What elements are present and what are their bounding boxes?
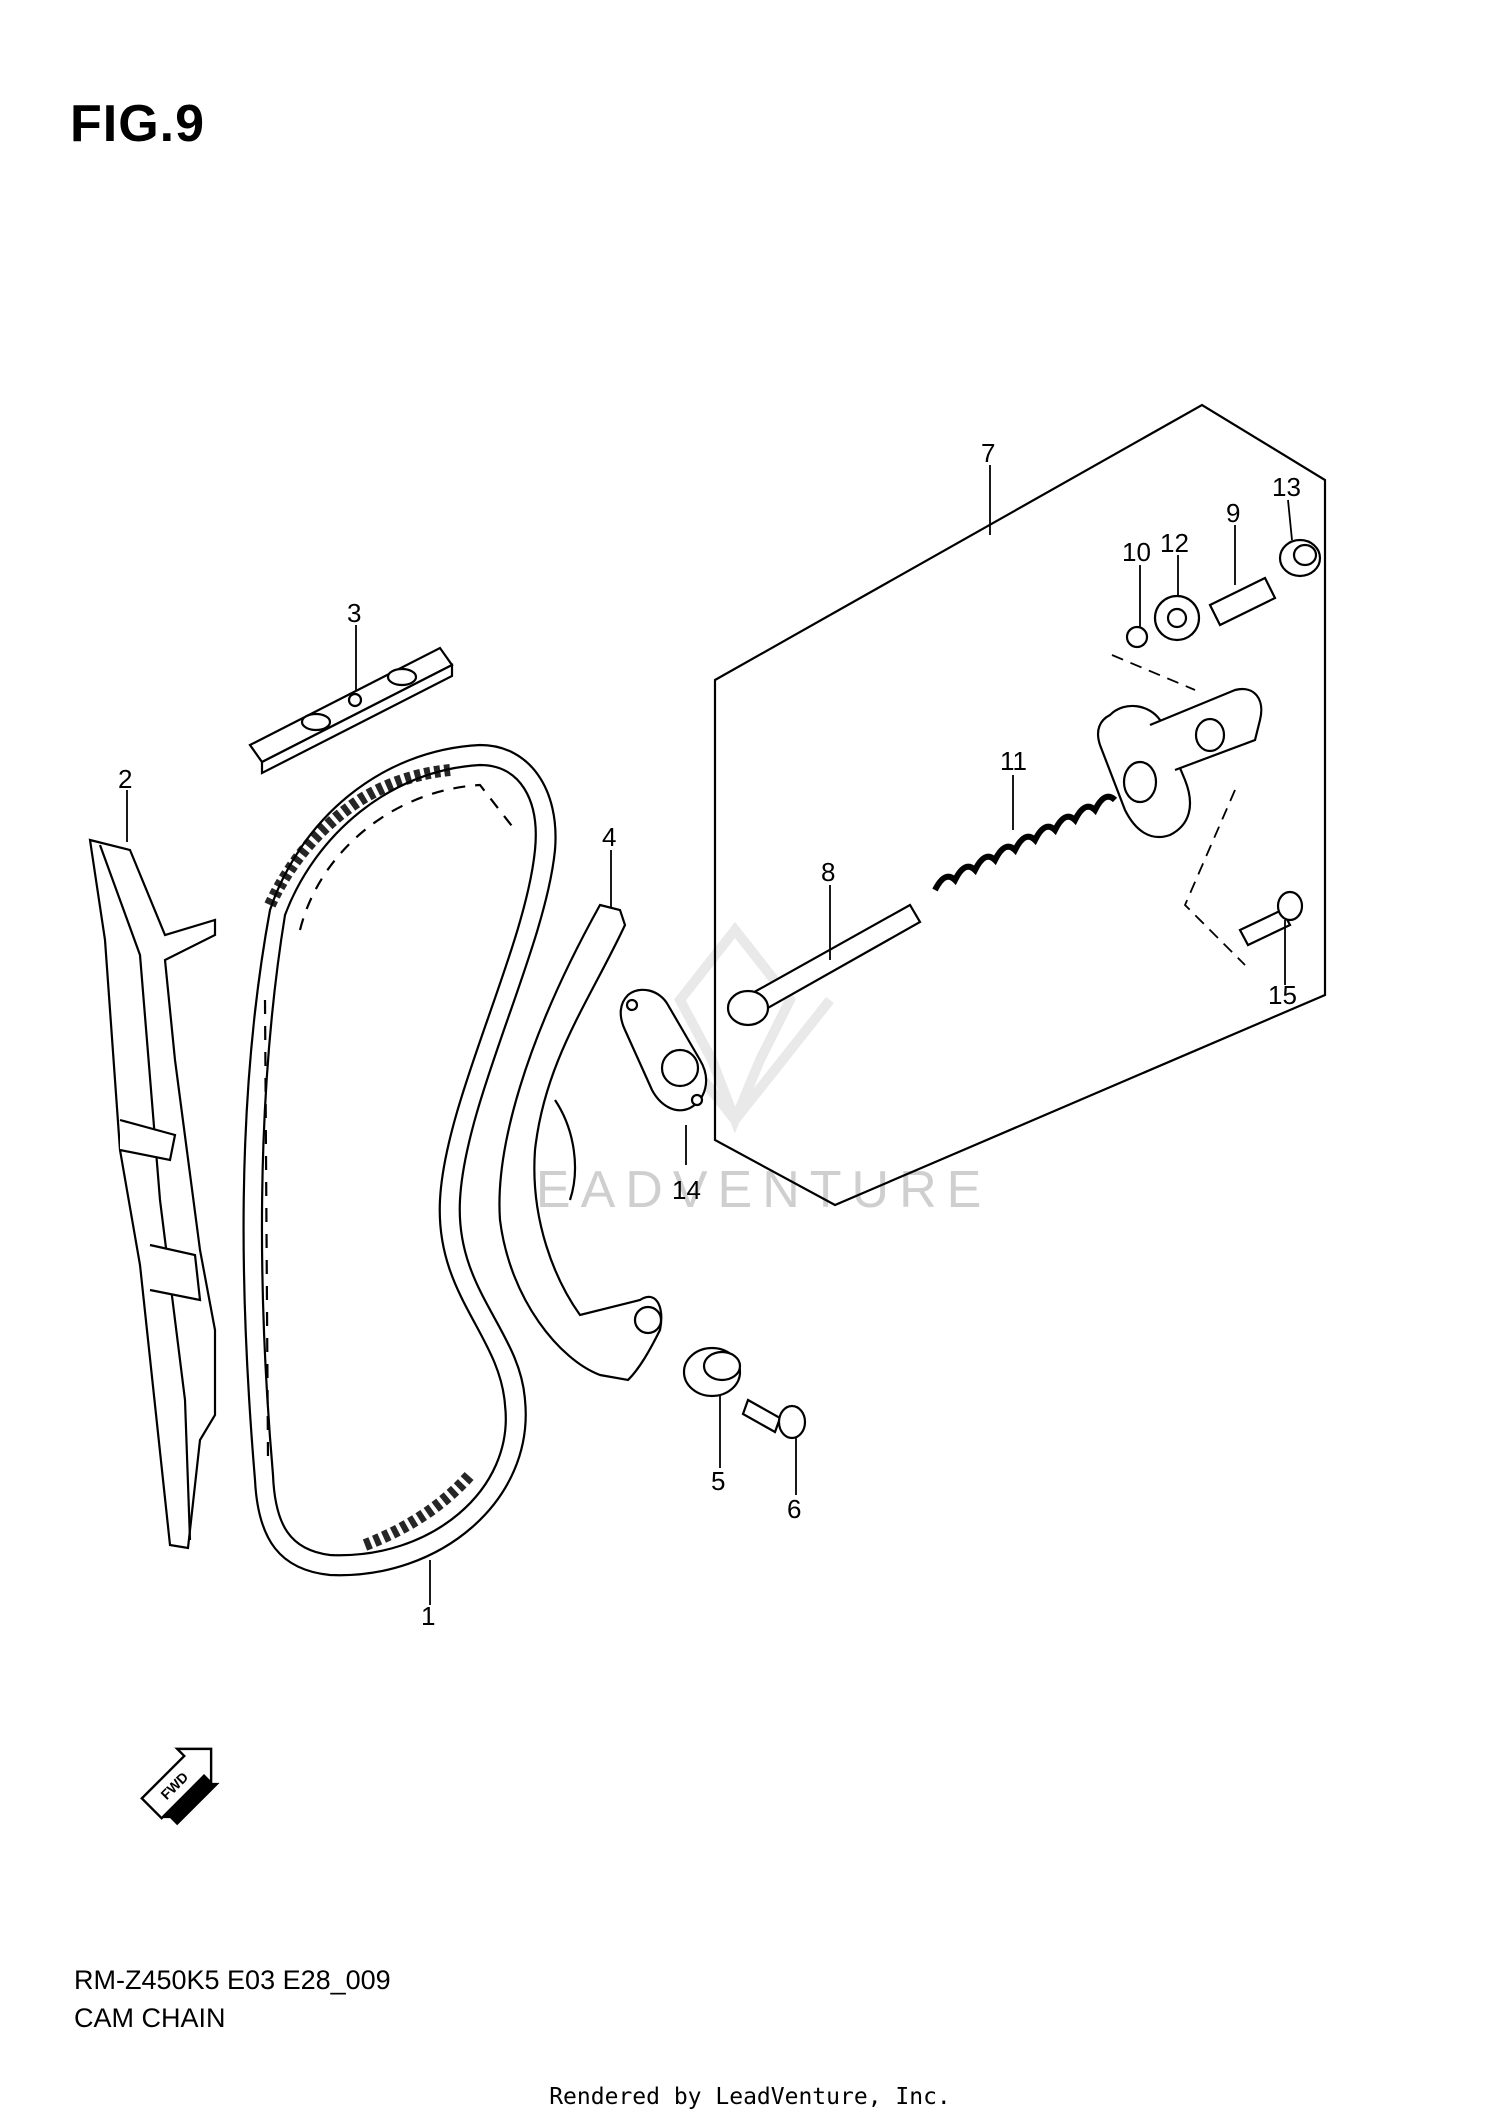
figure-title: FIG.9 bbox=[70, 95, 206, 153]
model-code: RM-Z450K5 E03 E28_009 bbox=[74, 1965, 391, 1995]
part-15-bolt bbox=[1238, 890, 1304, 947]
part-8-tensioner-rod bbox=[726, 903, 922, 1027]
footer-credit: Rendered by LeadVenture, Inc. bbox=[549, 2084, 951, 2110]
callout-14: 14 bbox=[672, 1175, 701, 1205]
tensioner-kit-box bbox=[713, 403, 1327, 1207]
part-6-bolt bbox=[741, 1398, 807, 1440]
part-14-gasket bbox=[619, 988, 708, 1112]
part-4-tensioner-guide bbox=[498, 903, 663, 1382]
callout-5: 5 bbox=[711, 1466, 725, 1496]
callout-7: 7 bbox=[981, 438, 995, 468]
part-10-o-ring bbox=[1125, 625, 1149, 649]
callout-13: 13 bbox=[1272, 472, 1301, 502]
part-12-washer bbox=[1153, 594, 1201, 642]
callout-1: 1 bbox=[421, 1601, 435, 1631]
tensioner-body bbox=[1096, 687, 1263, 838]
part-5-bushing bbox=[682, 1346, 742, 1398]
callout-4: 4 bbox=[602, 822, 616, 852]
part-2-chain-guide bbox=[88, 838, 217, 1550]
fwd-arrow-icon: FWD bbox=[140, 1747, 220, 1826]
part-3-guide-plate bbox=[248, 646, 454, 775]
leader-lines bbox=[126, 465, 1293, 1605]
part-1-cam-chain bbox=[242, 743, 557, 1577]
callout-8: 8 bbox=[821, 857, 835, 887]
watermark-text: LEADVENTURE bbox=[497, 1161, 991, 1219]
section-name: CAM CHAIN bbox=[74, 2003, 226, 2033]
assembly-lines bbox=[1111, 654, 1246, 966]
callout-11: 11 bbox=[1000, 746, 1027, 776]
callout-15: 15 bbox=[1268, 980, 1297, 1010]
callout-6: 6 bbox=[787, 1494, 801, 1524]
callout-10: 10 bbox=[1122, 537, 1151, 567]
callout-9: 9 bbox=[1226, 498, 1240, 528]
part-11-spring bbox=[932, 793, 1118, 892]
callout-3: 3 bbox=[347, 598, 361, 628]
part-9-plug bbox=[1208, 576, 1277, 627]
callout-12: 12 bbox=[1160, 528, 1189, 558]
part-13-cap bbox=[1278, 538, 1322, 578]
callout-labels: 1 2 3 4 5 6 7 8 9 10 11 12 13 14 15 bbox=[118, 438, 1301, 1631]
callout-2: 2 bbox=[118, 764, 132, 794]
